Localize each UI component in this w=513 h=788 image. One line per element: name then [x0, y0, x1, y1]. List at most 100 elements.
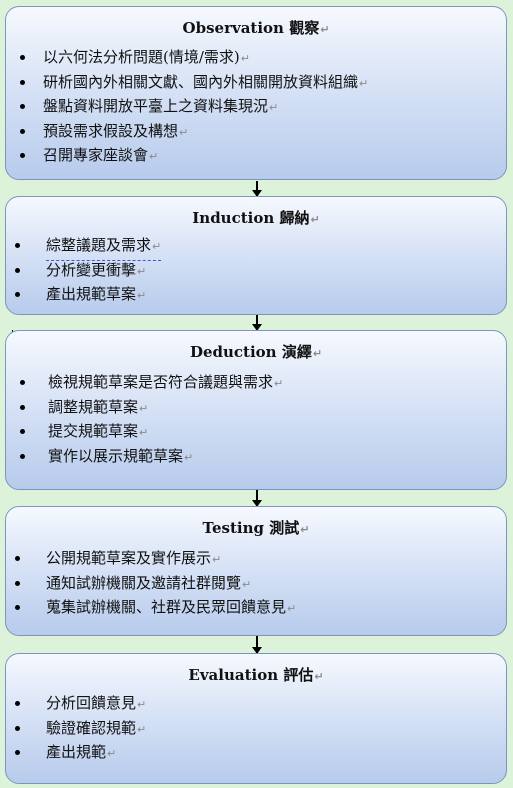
item-text: 檢視規範草案是否符合議題與需求↵ [48, 373, 284, 391]
stage-title: Deduction 演繹↵ [6, 341, 506, 362]
list-item: 檢視規範草案是否符合議題與需求↵ [6, 370, 506, 395]
stage-items: 公開規範草案及實作展示↵ 通知試辦機關及邀請社群閱覽↵ 蒐集試辦機關、社群及民眾… [6, 546, 506, 620]
item-text: 研析國內外相關文獻、國內外相關開放資料組織↵ [43, 72, 369, 91]
item-text: 驗證確認規範↵ [46, 718, 147, 737]
stage-observation: Observation 觀察↵ 以六何法分析問題(情境/需求)↵ 研析國內外相關… [5, 6, 507, 180]
list-item: 產出規範↵ [6, 740, 506, 765]
bullet-icon [15, 725, 20, 731]
stage-items: 綜整議題及需求↵ 分析變更衝擊↵ 產出規範草案↵ [6, 233, 506, 307]
bullet-icon [15, 292, 20, 297]
paragraph-mark: ↵ [139, 426, 149, 439]
paragraph-mark: ↵ [314, 670, 324, 683]
bullet-icon [20, 404, 25, 410]
list-item: 調整規範草案↵ [6, 395, 506, 420]
stage-title-en: Induction [192, 209, 275, 227]
paragraph-mark: ↵ [300, 523, 310, 536]
paragraph-mark: ↵ [359, 76, 369, 90]
stage-items: 分析回饋意見↵ 驗證確認規範↵ 產出規範↵ [6, 691, 506, 765]
paragraph-mark: ↵ [152, 240, 162, 253]
list-item: 預設需求假設及構想↵ [6, 119, 506, 144]
bullet-icon [15, 243, 20, 248]
paragraph-mark: ↵ [179, 125, 189, 139]
item-text: 召開專家座談會↵ [43, 146, 159, 164]
stage-title: Evaluation 評估↵ [6, 664, 506, 685]
arrow-icon [252, 636, 262, 654]
paragraph-mark: ↵ [212, 553, 222, 566]
stage-title-en: Evaluation [188, 666, 279, 684]
stage-title: Testing 測試↵ [6, 517, 506, 538]
arrow-icon [252, 315, 262, 331]
paragraph-mark: ↵ [240, 52, 250, 65]
list-item: 公開規範草案及實作展示↵ [6, 546, 506, 571]
item-text: 產出規範↵ [46, 743, 117, 761]
stage-title-zh: 觀察 [289, 19, 320, 37]
stage-title-zh: 歸納 [279, 209, 310, 227]
item-text: 綜整議題及需求↵ [46, 233, 162, 261]
paragraph-mark: ↵ [269, 101, 279, 114]
list-item: 蒐集試辦機關、社群及民眾回饋意見↵ [6, 595, 506, 620]
bullet-icon [15, 580, 20, 586]
item-text: 以六何法分析問題(情境/需求)↵ [43, 48, 250, 66]
list-item: 研析國內外相關文獻、國內外相關開放資料組織↵ [6, 70, 506, 95]
list-item: 盤點資料開放平臺上之資料集現況↵ [6, 94, 506, 119]
item-text: 盤點資料開放平臺上之資料集現況↵ [43, 97, 279, 115]
stage-title-en: Deduction [189, 343, 277, 361]
paragraph-mark: ↵ [310, 213, 320, 226]
bullet-icon [20, 128, 25, 134]
bullet-icon [15, 701, 20, 706]
stage-title-zh: 演繹 [281, 343, 312, 361]
stage-title-en: Testing [202, 519, 264, 537]
bullet-icon [20, 429, 25, 434]
bullet-icon [20, 380, 25, 385]
item-text: 分析變更衝擊↵ [46, 260, 147, 279]
bullet-icon [15, 750, 20, 755]
list-item: 分析回饋意見↵ [6, 691, 506, 716]
list-item: 綜整議題及需求↵ [6, 233, 506, 261]
stage-testing: Testing 測試↵ 公開規範草案及實作展示↵ 通知試辦機關及邀請社群閱覽↵ … [5, 506, 507, 636]
paragraph-mark: ↵ [137, 264, 147, 278]
item-text: 分析回饋意見↵ [46, 694, 147, 712]
list-item: 驗證確認規範↵ [6, 716, 506, 741]
item-text: 調整規範草案↵ [48, 397, 149, 416]
item-text: 預設需求假設及構想↵ [43, 121, 189, 140]
list-item: 提交規範草案↵ [6, 419, 506, 444]
arrow-icon [252, 490, 262, 507]
stage-title-en: Observation [182, 19, 284, 37]
paragraph-mark: ↵ [139, 401, 149, 415]
paragraph-mark: ↵ [107, 747, 117, 760]
list-item: 產出規範草案↵ [6, 282, 506, 307]
paragraph-mark: ↵ [137, 698, 147, 711]
list-item: 以六何法分析問題(情境/需求)↵ [6, 45, 506, 70]
list-item: 分析變更衝擊↵ [6, 258, 506, 283]
stage-items: 以六何法分析問題(情境/需求)↵ 研析國內外相關文獻、國內外相關開放資料組織↵ … [6, 45, 506, 168]
paragraph-mark: ↵ [274, 377, 284, 390]
bullet-icon [15, 556, 20, 561]
stage-title-zh: 測試 [269, 519, 300, 537]
paragraph-mark: ↵ [137, 289, 147, 302]
list-item: 召開專家座談會↵ [6, 143, 506, 168]
arrow-icon [252, 181, 262, 197]
item-text: 實作以展示規範草案↵ [48, 446, 194, 465]
item-text: 蒐集試辦機關、社群及民眾回饋意見↵ [46, 598, 297, 616]
bullet-icon [20, 104, 25, 109]
paragraph-mark: ↵ [312, 347, 323, 360]
item-text: 產出規範草案↵ [46, 285, 147, 303]
item-text: 通知試辦機關及邀請社群閱覽↵ [46, 573, 252, 592]
stage-items: 檢視規範草案是否符合議題與需求↵ 調整規範草案↵ 提交規範草案↵ 實作以展示規範… [6, 370, 506, 468]
item-text: 提交規範草案↵ [48, 422, 149, 440]
bullet-icon [20, 79, 25, 85]
paragraph-mark: ↵ [149, 150, 159, 163]
stage-evaluation: Evaluation 評估↵ 分析回饋意見↵ 驗證確認規範↵ 產出規範↵ [5, 653, 507, 784]
paragraph-mark: ↵ [320, 23, 330, 36]
bullet-icon [20, 55, 25, 60]
paragraph-mark: ↵ [137, 722, 147, 736]
item-text: 公開規範草案及實作展示↵ [46, 549, 222, 567]
stage-title: Observation 觀察↵ [6, 17, 506, 38]
bullet-icon [15, 267, 20, 273]
bullet-icon [15, 605, 20, 610]
bullet-icon [20, 453, 25, 459]
stage-induction: Induction 歸納↵ 綜整議題及需求↵ 分析變更衝擊↵ 產出規範草案↵ [5, 196, 507, 315]
stage-title: Induction 歸納↵ [6, 207, 506, 228]
list-item: 實作以展示規範草案↵ [6, 444, 506, 469]
